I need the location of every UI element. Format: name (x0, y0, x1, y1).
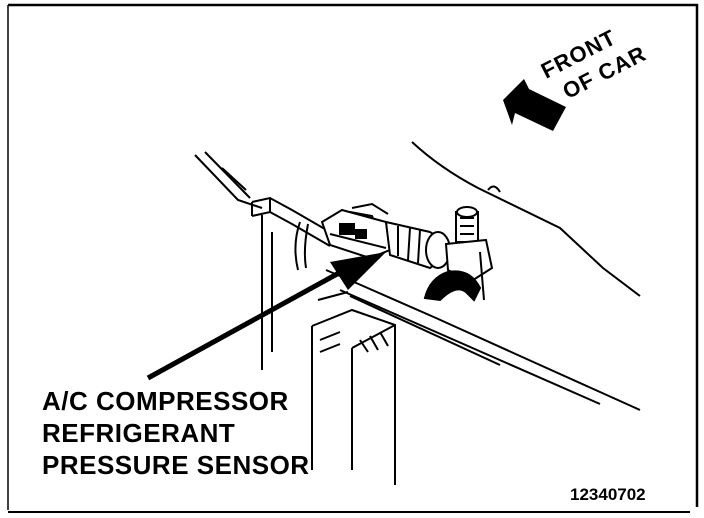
pressure-sensor-body (384, 220, 451, 270)
outer-frame (7, 3, 699, 513)
callout-label: A/C COMPRESSOR REFRIGERANT PRESSURE SENS… (42, 386, 310, 480)
callout-leader-arrow (146, 252, 386, 381)
refrigerant-fitting (423, 206, 494, 302)
sensor-connector (320, 202, 392, 260)
engine-body-outline (194, 141, 641, 370)
callout-line2: REFRIGERANT (42, 418, 235, 448)
condenser-block (311, 308, 396, 485)
front-direction-arrow (503, 79, 566, 131)
figure-code: 12340702 (570, 485, 646, 504)
callout-line3: PRESSURE SENSOR (42, 450, 310, 480)
callout-line1: A/C COMPRESSOR (42, 386, 289, 416)
front-of-car-label: FRONT OF CAR (537, 25, 650, 104)
